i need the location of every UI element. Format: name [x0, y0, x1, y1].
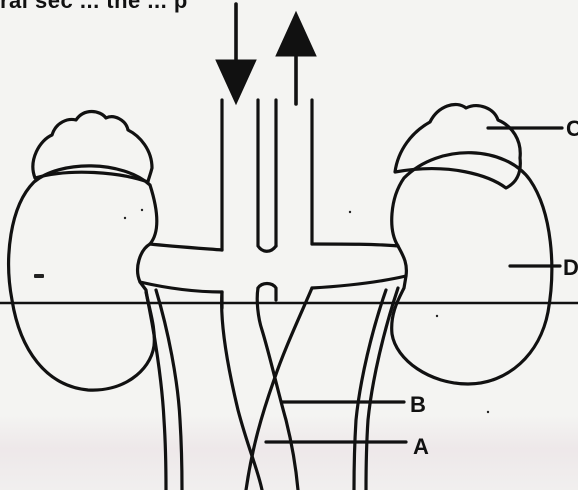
- speck: [141, 209, 143, 211]
- down-arrow-head: [216, 60, 256, 104]
- right-ureter-inner: [354, 290, 386, 490]
- speck: [436, 315, 438, 317]
- vena-cava-lower: [222, 292, 262, 490]
- label-b: B: [410, 394, 426, 416]
- speck: [349, 211, 351, 213]
- speck: [487, 411, 489, 413]
- up-arrow-head: [276, 12, 316, 56]
- left-kidney: [9, 166, 157, 390]
- vena-cava-right-wall: [258, 100, 276, 251]
- right-renal-vessel: [312, 244, 406, 288]
- label-d: D: [563, 257, 578, 279]
- label-c: C: [566, 118, 578, 140]
- speck: [124, 217, 126, 219]
- right-adrenal-gland: [395, 104, 520, 188]
- left-ureter-inner: [156, 290, 182, 490]
- right-kidney: [392, 153, 552, 384]
- left-kidney-mark: [34, 274, 44, 278]
- label-a: A: [413, 436, 429, 458]
- aorta-lower-left: [257, 288, 298, 490]
- center-stub: [258, 284, 276, 301]
- left-renal-vessel: [140, 244, 222, 292]
